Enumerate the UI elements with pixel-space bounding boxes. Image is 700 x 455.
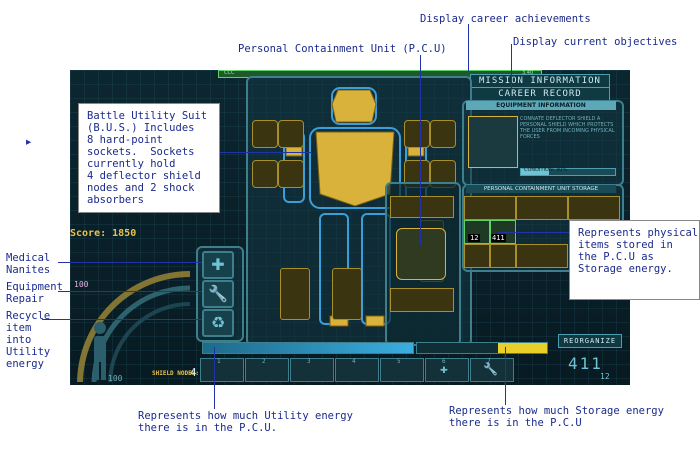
health-value-bottom: 100 — [108, 374, 123, 383]
storage-slot[interactable] — [490, 244, 516, 268]
annotation-equipment-repair: Equipment Repair — [6, 281, 63, 305]
leader-medical — [58, 262, 202, 263]
storage-slot[interactable] — [464, 244, 490, 268]
equipment-description: CONNATE DEFLECTOR SHIELD A PERSONAL SHIE… — [520, 116, 615, 140]
leader-physical — [498, 232, 569, 233]
leader-bus — [220, 152, 312, 153]
storage-count-left: 12 — [468, 234, 481, 242]
medical-nanites-button[interactable]: ✚ — [202, 251, 234, 279]
leader-recycle — [42, 319, 202, 320]
callout-battle-utility-suit: Battle Utility Suit (B.U.S.) Includes 8 … — [78, 103, 220, 213]
leader-utility — [214, 347, 215, 409]
pcu-weapon-slot-bottom[interactable] — [390, 288, 454, 312]
storage-total-readout: 411 — [568, 354, 603, 373]
equipment-condition-bar — [520, 168, 616, 176]
arrow-marker-icon: ▸ — [26, 136, 32, 148]
suit-socket[interactable] — [278, 120, 304, 148]
annotation-storage-energy: Represents how much Storage energy there… — [449, 405, 664, 429]
recycle-button[interactable]: ♻ — [202, 309, 234, 337]
equipment-information-title: EQUIPMENT INFORMATION — [466, 101, 616, 110]
storage-sub-readout: 12 — [600, 372, 610, 381]
suit-socket[interactable] — [252, 160, 278, 188]
leader-career — [468, 24, 469, 72]
equipment-condition-fill — [521, 169, 550, 175]
leader-storage — [505, 347, 506, 405]
pcu-center-item[interactable] — [396, 228, 446, 280]
toolbar-medical-icon: ✚ — [440, 362, 448, 377]
suit-foot-slot-left[interactable] — [280, 268, 310, 320]
suit-figure — [283, 87, 427, 327]
suit-socket[interactable] — [278, 160, 304, 188]
shield-nodes-label: SHIELD NODES: — [152, 370, 199, 377]
top-bar-left-label: CCC — [224, 70, 235, 76]
health-value-top: 100 — [74, 280, 89, 289]
storage-count-right: 411 — [491, 234, 506, 242]
utility-energy-fill — [203, 343, 413, 353]
annotation-current-objectives: Display current objectives — [513, 36, 678, 48]
annotation-recycle: Recycle item into Utility energy — [6, 310, 51, 370]
leader-objectives — [511, 44, 512, 88]
storage-slot[interactable] — [464, 196, 516, 220]
mission-information-button[interactable]: MISSION INFORMATION — [470, 74, 610, 88]
pcu-weapon-slot-top[interactable] — [390, 196, 454, 218]
equipment-repair-button[interactable]: 🔧 — [202, 280, 234, 308]
toolbar-repair-icon: 🔧 — [483, 362, 498, 376]
suit-foot-slot-right[interactable] — [332, 268, 362, 320]
suit-socket[interactable] — [430, 120, 456, 148]
storage-slot[interactable] — [516, 196, 568, 220]
equipment-preview — [468, 116, 518, 168]
health-gauge — [77, 271, 191, 383]
utility-energy-bar — [202, 342, 414, 354]
toolbar-slot-1[interactable]: 1 — [200, 358, 244, 382]
top-bar-right-label: 3.40 — [522, 70, 534, 76]
annotation-utility-energy: Represents how much Utility energy there… — [138, 410, 353, 434]
storage-energy-fill — [497, 343, 547, 353]
toolbar-slot-6[interactable]: 6✚ — [425, 358, 469, 382]
leader-pcu — [420, 55, 421, 245]
leader-repair — [58, 291, 202, 292]
toolbar-slot-5[interactable]: 5 — [380, 358, 424, 382]
shield-nodes-value: 4 — [190, 366, 197, 379]
toolbar-slot-3[interactable]: 3 — [290, 358, 334, 382]
annotation-career-achievements: Display career achievements — [420, 13, 591, 25]
storage-energy-bar — [416, 342, 548, 354]
toolbar-slot-2[interactable]: 2 — [245, 358, 289, 382]
career-record-button[interactable]: CAREER RECORD — [470, 87, 610, 101]
body-silhouette-icon — [94, 322, 106, 380]
callout-physical-items: Represents physical items stored in the … — [569, 220, 700, 300]
toolbar-slot-7[interactable]: 7🔧 — [470, 358, 514, 382]
suit-socket[interactable] — [404, 120, 430, 148]
game-screen: CCC 3.40 MISSION INFORMATION CAREER RECO… — [70, 70, 630, 385]
storage-slot[interactable] — [568, 196, 620, 220]
suit-socket[interactable] — [252, 120, 278, 148]
equipment-condition-label: CONDITION: 30% — [524, 167, 568, 173]
score-label: Score: 1850 — [70, 228, 137, 239]
storage-slot[interactable] — [516, 244, 568, 268]
annotation-medical-nanites: Medical Nanites — [6, 252, 51, 276]
pcu-storage-title: PERSONAL CONTAINMENT UNIT STORAGE — [466, 185, 616, 193]
annotation-pcu: Personal Containment Unit (P.C.U) — [238, 43, 447, 55]
toolbar-slot-4[interactable]: 4 — [335, 358, 379, 382]
reorganize-button[interactable]: REORGANIZE — [558, 334, 622, 348]
